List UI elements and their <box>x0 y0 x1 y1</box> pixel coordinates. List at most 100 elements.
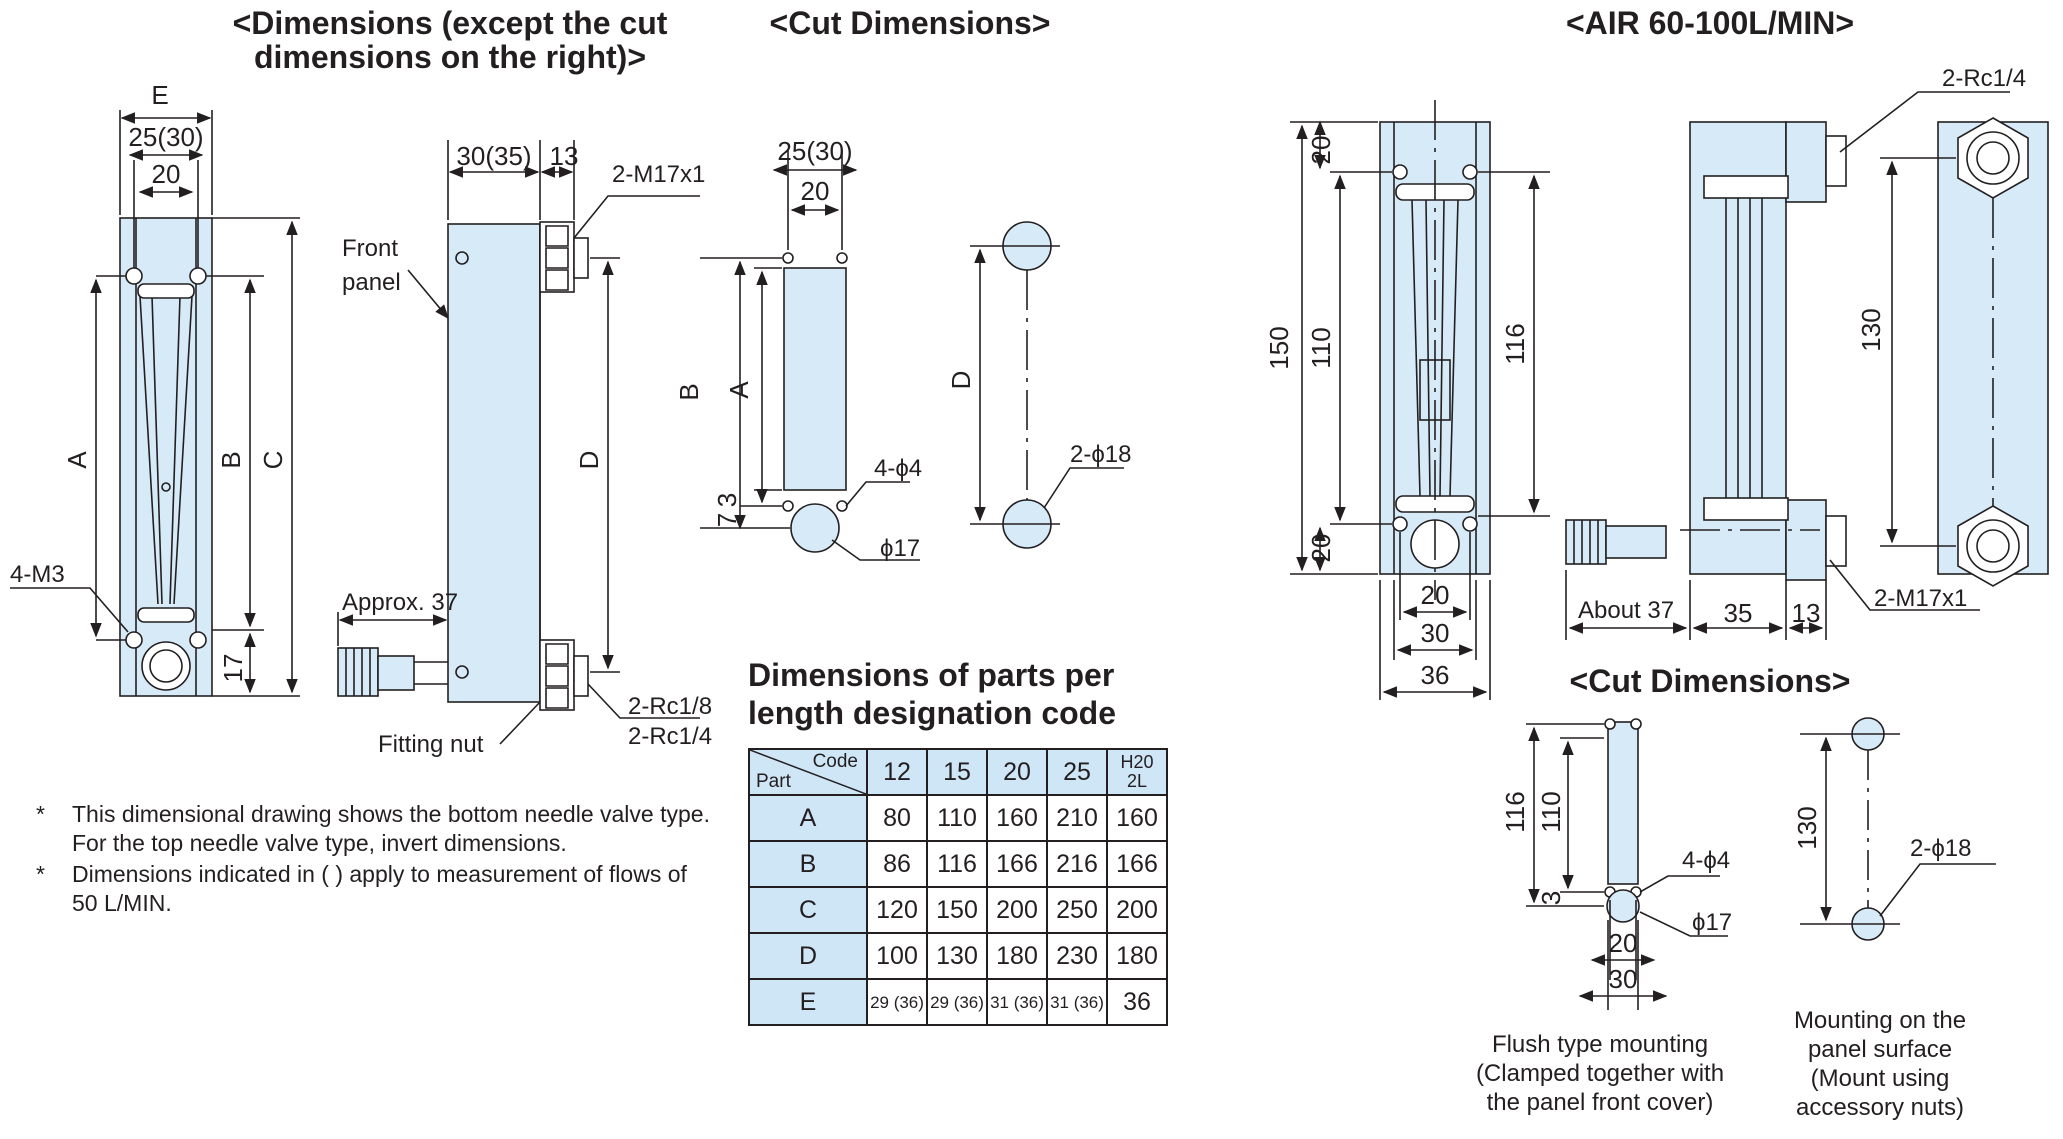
air-label-w36: 36 <box>1421 660 1450 690</box>
back-view-air <box>1880 117 2049 587</box>
table-cell: 100 <box>866 932 928 980</box>
table-cell: 36 <box>1106 978 1168 1026</box>
table-part: C <box>748 886 868 934</box>
table-cell: 166 <box>1106 840 1168 888</box>
aircut-label-3: 3 <box>1536 891 1566 905</box>
air-label-rc14: 2-Rc1/4 <box>1942 65 2026 92</box>
label-rc18: 2-Rc1/8 <box>628 693 712 720</box>
cut-label-phi4: 4-ϕ4 <box>874 455 922 482</box>
table-part: E <box>748 978 868 1026</box>
cut-label-D: D <box>946 371 976 390</box>
note-2: * Dimensions indicated in ( ) apply to m… <box>36 861 687 916</box>
aircut-label-130: 130 <box>1792 806 1822 849</box>
table-cell: 230 <box>1046 932 1108 980</box>
air-label-35: 35 <box>1724 598 1753 628</box>
label-rc14: 2-Rc1/4 <box>628 723 712 750</box>
aircut-label-30: 30 <box>1609 964 1638 994</box>
table-cell: 29 (36) <box>926 978 988 1026</box>
table-code: 25 <box>1046 748 1108 796</box>
table-cell: 80 <box>866 794 928 842</box>
cut-view-left <box>700 150 1124 561</box>
caption-flush: Flush type mounting (Clamped together wi… <box>1475 1031 1725 1116</box>
label-approx-37: Approx. 37 <box>342 589 458 616</box>
label-B: B <box>216 451 246 468</box>
labels-left: E 25(30) 20 A B C 4-M3 17 30(35) 13 2-M1… <box>10 80 712 758</box>
label-17: 17 <box>218 654 248 683</box>
aircut-label-phi17: ϕ17 <box>1692 909 1732 936</box>
air-label-13: 13 <box>1792 598 1821 628</box>
table-part: D <box>748 932 868 980</box>
air-label-w30: 30 <box>1421 618 1450 648</box>
table-row: A 80 110 160 210 160 <box>748 794 1168 842</box>
label-E: E <box>151 80 168 110</box>
table-row: D 100 130 180 230 180 <box>748 932 1168 980</box>
table-cell: 31 (36) <box>1046 978 1108 1026</box>
table-cell: 150 <box>926 886 988 934</box>
table-cell: 29 (36) <box>866 978 928 1026</box>
table-cell: 180 <box>1106 932 1168 980</box>
label-A: A <box>62 451 92 469</box>
air-label-130: 130 <box>1856 308 1886 351</box>
table-cell: 180 <box>986 932 1048 980</box>
cut-label-20: 20 <box>801 176 830 206</box>
front-view-left <box>10 110 300 697</box>
label-20: 20 <box>152 159 181 189</box>
cut-view-flush <box>1526 718 1728 1010</box>
labels-air-cut: 116 110 3 4-ϕ4 ϕ17 20 30 130 2-ϕ18 <box>1500 791 1971 994</box>
table-row: B 86 116 166 216 166 <box>748 840 1168 888</box>
table-cell: 116 <box>926 840 988 888</box>
table-code: H20 2L <box>1106 748 1168 796</box>
cut-label-3: 3 <box>712 493 742 507</box>
heading-dimensions: <Dimensions (except the cut dimensions o… <box>232 5 668 75</box>
label-13: 13 <box>550 141 579 171</box>
air-label-116: 116 <box>1500 323 1530 364</box>
label-30-35: 30(35) <box>456 141 531 171</box>
label-m17: 2-M17x1 <box>612 161 705 188</box>
table-cell: 160 <box>1106 794 1168 842</box>
table-header-row: Code Part 12 15 20 25 H20 2L <box>748 748 1168 796</box>
table-corner: Code Part <box>748 748 868 796</box>
aircut-label-20: 20 <box>1609 928 1638 958</box>
air-label-m17: 2-M17x1 <box>1874 585 1967 612</box>
heading-air: <AIR 60-100L/MIN> <box>1565 5 1855 41</box>
note-1: * This dimensional drawing shows the bot… <box>36 801 710 856</box>
table-part: B <box>748 840 868 888</box>
cut-label-25-30: 25(30) <box>777 136 852 166</box>
table-code: 12 <box>866 748 928 796</box>
heading-cut-dimensions: <Cut Dimensions> <box>769 5 1051 41</box>
table-cell: 210 <box>1046 794 1108 842</box>
labels-cut-left: 25(30) 20 B A 7 3 4-ϕ4 ϕ17 D 2-ϕ18 <box>674 136 1131 562</box>
cut-label-A: A <box>724 381 754 399</box>
table-cell: 200 <box>1106 886 1168 934</box>
table-cell: 120 <box>866 886 928 934</box>
label-4-M3: 4-M3 <box>10 561 65 588</box>
table-row: E 29 (36) 29 (36) 31 (36) 31 (36) 36 <box>748 978 1168 1026</box>
side-view-left <box>337 140 700 745</box>
parts-table: Code Part 12 15 20 25 H20 2L A 80 110 16… <box>748 748 1168 1026</box>
table-row: C 120 150 200 250 200 <box>748 886 1168 934</box>
air-label-150: 150 <box>1264 326 1294 369</box>
label-D: D <box>574 451 604 470</box>
labels-air: 150 110 20 20 116 20 30 36 2-Rc1/4 About… <box>1264 65 2026 690</box>
table-code: 15 <box>926 748 988 796</box>
cut-label-B: B <box>674 383 704 400</box>
aircut-label-phi4: 4-ϕ4 <box>1682 847 1730 874</box>
table-cell: 31 (36) <box>986 978 1048 1026</box>
table-cell: 130 <box>926 932 988 980</box>
air-label-about37: About 37 <box>1578 597 1674 624</box>
cut-label-phi18: 2-ϕ18 <box>1070 441 1131 468</box>
air-label-20a: 20 <box>1306 136 1336 165</box>
cut-label-7: 7 <box>712 513 742 527</box>
heading-cut-dimensions-air: <Cut Dimensions> <box>1569 663 1851 699</box>
table-cell: 250 <box>1046 886 1108 934</box>
cut-label-phi17: ϕ17 <box>880 535 920 562</box>
label-25-30: 25(30) <box>128 122 203 152</box>
table-cell: 86 <box>866 840 928 888</box>
caption-panel: Mounting on the panel surface (Mount usi… <box>1793 1007 1967 1121</box>
label-front-panel: Front <box>342 235 398 262</box>
heading-parts-table: Dimensions of parts per length designati… <box>748 657 1117 731</box>
air-label-20b: 20 <box>1306 534 1336 563</box>
side-view-air <box>1565 91 2010 640</box>
table-cell: 216 <box>1046 840 1108 888</box>
